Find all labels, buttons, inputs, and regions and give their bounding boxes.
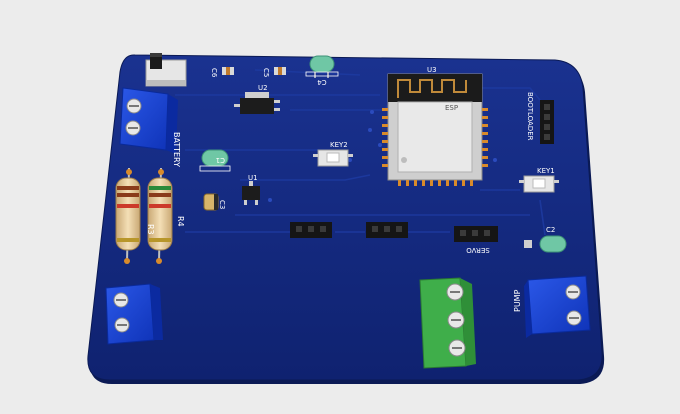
battery-terminal bbox=[119, 87, 178, 154]
smd-capacitor-c6 bbox=[222, 67, 234, 75]
key1-button[interactable] bbox=[519, 175, 559, 193]
label-r4: R4 bbox=[176, 216, 185, 227]
power-switch[interactable] bbox=[145, 53, 187, 87]
esp-module-u3: ESP bbox=[382, 73, 488, 186]
smd-capacitor-c5 bbox=[274, 67, 286, 75]
label-key1: KEY1 bbox=[537, 167, 555, 175]
key2-button[interactable] bbox=[313, 149, 353, 167]
esp-brand-logo: ESP bbox=[445, 104, 458, 112]
label-c3: C3 bbox=[218, 200, 226, 209]
bootloader-header bbox=[540, 100, 554, 144]
capacitor-c2 bbox=[524, 235, 567, 253]
label-c2: C2 bbox=[546, 226, 555, 234]
label-c6: C6 bbox=[210, 68, 218, 78]
capacitor-c4 bbox=[305, 55, 339, 78]
label-pump: PUMP bbox=[513, 289, 522, 312]
pin-header-2 bbox=[366, 222, 408, 238]
label-c5: C5 bbox=[262, 68, 270, 77]
label-u2: U2 bbox=[258, 84, 268, 92]
capacitor-c3 bbox=[203, 193, 219, 211]
green-terminal-block bbox=[419, 277, 476, 369]
label-key2: KEY2 bbox=[330, 141, 348, 149]
pump-terminal bbox=[524, 275, 591, 338]
pin-header-1 bbox=[290, 222, 332, 238]
servo-header bbox=[454, 226, 498, 242]
label-bootloader: BOOTLOADER bbox=[526, 92, 534, 141]
label-c4: C4 bbox=[317, 78, 327, 86]
label-servo: SERVO bbox=[466, 246, 490, 254]
label-u3: U3 bbox=[427, 66, 437, 74]
power-terminal-left bbox=[105, 283, 163, 345]
label-battery: BATTERY bbox=[172, 132, 181, 167]
pcb-traces bbox=[175, 69, 546, 236]
label-c1: C1 bbox=[216, 156, 225, 164]
regulator-u1 bbox=[242, 181, 260, 205]
resistor-r4 bbox=[147, 167, 173, 264]
regulator-u2 bbox=[234, 92, 280, 114]
capacitor-c1 bbox=[199, 149, 231, 172]
resistor-r3 bbox=[115, 167, 141, 264]
label-r3: R3 bbox=[146, 224, 155, 235]
label-u1: U1 bbox=[248, 174, 258, 182]
